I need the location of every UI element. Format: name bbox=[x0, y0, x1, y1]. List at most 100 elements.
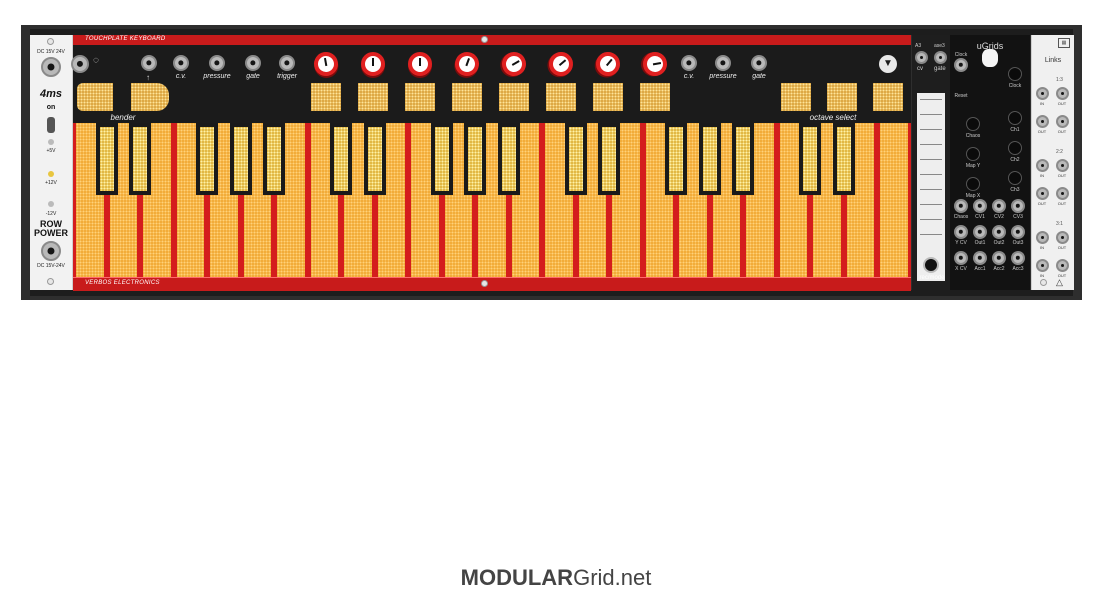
step-slider[interactable] bbox=[920, 99, 942, 100]
key-pad-6[interactable] bbox=[546, 83, 576, 111]
links-jack[interactable] bbox=[1036, 159, 1049, 172]
links-jack[interactable] bbox=[1036, 187, 1049, 200]
tuning-knob-5[interactable] bbox=[497, 47, 531, 81]
white-key[interactable] bbox=[277, 123, 305, 277]
dc-output-jack[interactable] bbox=[41, 241, 61, 261]
ugrids-knob-1[interactable] bbox=[1008, 67, 1022, 81]
links-jack[interactable] bbox=[1056, 87, 1069, 100]
black-key[interactable] bbox=[665, 123, 688, 195]
links-jack[interactable] bbox=[1056, 231, 1069, 244]
black-key[interactable] bbox=[263, 123, 286, 195]
white-key[interactable] bbox=[243, 123, 272, 277]
ugrids-jack[interactable] bbox=[954, 199, 968, 213]
step-slider[interactable] bbox=[920, 219, 942, 220]
black-key[interactable] bbox=[363, 123, 386, 195]
white-key[interactable] bbox=[712, 123, 741, 277]
ugrids-knob-6[interactable] bbox=[966, 177, 980, 191]
black-key[interactable] bbox=[698, 123, 721, 195]
ugrids-jack[interactable] bbox=[992, 225, 1006, 239]
black-key[interactable] bbox=[330, 123, 353, 195]
step-slider[interactable] bbox=[920, 114, 942, 115]
row-power-module[interactable]: DC 15V 24V 4ms on +5V +12V -12V ROW POWE… bbox=[30, 35, 73, 290]
pressure-jack-left[interactable] bbox=[209, 55, 225, 71]
ugrids-knob-7[interactable] bbox=[1008, 171, 1022, 185]
ugrids-knob-4[interactable] bbox=[966, 147, 980, 161]
links-jack[interactable] bbox=[1036, 115, 1049, 128]
black-key[interactable] bbox=[598, 123, 621, 195]
ugrids-jack[interactable] bbox=[973, 225, 987, 239]
reset-button[interactable] bbox=[982, 49, 998, 67]
black-key[interactable] bbox=[95, 123, 118, 195]
black-key[interactable] bbox=[732, 123, 755, 195]
cv-out-jack-right[interactable] bbox=[681, 55, 697, 71]
key-pad-8[interactable] bbox=[640, 83, 670, 111]
links-jack[interactable] bbox=[1056, 187, 1069, 200]
trigger-jack[interactable] bbox=[279, 55, 295, 71]
white-key[interactable] bbox=[679, 123, 707, 277]
black-key[interactable] bbox=[229, 123, 252, 195]
clock-in-jack[interactable] bbox=[954, 58, 968, 72]
cv-jack[interactable] bbox=[915, 51, 928, 64]
ugrids-jack[interactable] bbox=[992, 199, 1006, 213]
black-key[interactable] bbox=[196, 123, 219, 195]
links-jack[interactable] bbox=[1036, 231, 1049, 244]
tuning-knob-8[interactable] bbox=[641, 50, 669, 78]
tuning-knob-1[interactable] bbox=[312, 50, 340, 78]
tuning-knob-2[interactable] bbox=[361, 52, 385, 76]
black-key[interactable] bbox=[497, 123, 520, 195]
key-pad-3[interactable] bbox=[405, 83, 435, 111]
ugrids-jack[interactable] bbox=[954, 225, 968, 239]
cv-out-jack-left[interactable] bbox=[173, 55, 189, 71]
ugrids-jack[interactable] bbox=[973, 199, 987, 213]
gate-jack[interactable] bbox=[934, 51, 947, 64]
ugrids-jack[interactable] bbox=[1011, 251, 1025, 265]
tuning-knob-6[interactable] bbox=[544, 47, 578, 81]
sequencer-module[interactable]: A3 ase3 cv gate rec/mode bbox=[912, 35, 950, 290]
links-jack[interactable] bbox=[1036, 259, 1049, 272]
octave-pad-2[interactable] bbox=[827, 83, 857, 111]
key-pad-1[interactable] bbox=[311, 83, 341, 111]
rec-mode-button[interactable] bbox=[923, 257, 939, 273]
gate-jack-right[interactable] bbox=[751, 55, 767, 71]
links-jack[interactable] bbox=[1056, 259, 1069, 272]
step-slider[interactable] bbox=[920, 189, 942, 190]
white-key[interactable] bbox=[880, 123, 908, 277]
ugrids-knob-3[interactable] bbox=[1008, 111, 1022, 125]
ugrids-jack[interactable] bbox=[973, 251, 987, 265]
pressure-jack-right[interactable] bbox=[715, 55, 731, 71]
key-pad-4[interactable] bbox=[452, 83, 482, 111]
step-slider[interactable] bbox=[920, 174, 942, 175]
links-jack[interactable] bbox=[1036, 87, 1049, 100]
black-key[interactable] bbox=[464, 123, 487, 195]
tuning-knob-3[interactable] bbox=[408, 52, 432, 76]
tuning-knob-4[interactable] bbox=[451, 48, 483, 80]
step-slider[interactable] bbox=[920, 159, 942, 160]
ugrids-jack[interactable] bbox=[1011, 199, 1025, 213]
black-key[interactable] bbox=[430, 123, 453, 195]
ugrids-jack[interactable] bbox=[1011, 225, 1025, 239]
step-slider[interactable] bbox=[920, 234, 942, 235]
links-jack[interactable] bbox=[1056, 159, 1069, 172]
key-pad-7[interactable] bbox=[593, 83, 623, 111]
key-pad-5[interactable] bbox=[499, 83, 529, 111]
touchplate-keyboard-module[interactable]: TOUCHPLATE KEYBOARD ◌ ↑ bender c.v. pres… bbox=[71, 35, 911, 291]
ugrids-jack[interactable] bbox=[992, 251, 1006, 265]
black-key[interactable] bbox=[799, 123, 822, 195]
white-key[interactable] bbox=[612, 123, 640, 277]
bender-jack[interactable] bbox=[141, 55, 157, 71]
power-switch[interactable] bbox=[47, 117, 55, 133]
key-pad-2[interactable] bbox=[358, 83, 388, 111]
gate-jack-left[interactable] bbox=[245, 55, 261, 71]
ugrids-knob-2[interactable] bbox=[966, 117, 980, 131]
step-slider[interactable] bbox=[920, 204, 942, 205]
ugrids-jack[interactable] bbox=[954, 251, 968, 265]
step-slider[interactable] bbox=[920, 144, 942, 145]
octave-range-jack[interactable] bbox=[71, 55, 89, 73]
links-jack[interactable] bbox=[1056, 115, 1069, 128]
black-key[interactable] bbox=[129, 123, 152, 195]
slider-strip[interactable] bbox=[917, 93, 945, 281]
octave-pad-3[interactable] bbox=[873, 83, 903, 111]
octave-pad-1[interactable] bbox=[781, 83, 811, 111]
